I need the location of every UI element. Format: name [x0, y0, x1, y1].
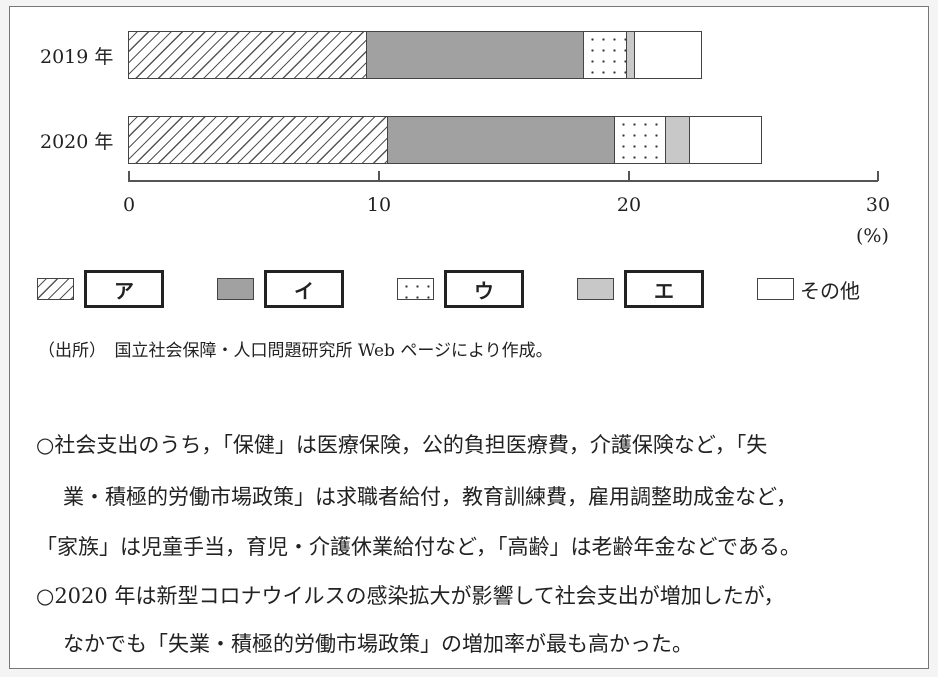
bar-2020: [128, 116, 762, 164]
source-note: （出所） 国立社会保障・人口問題研究所 Web ページにより作成。: [38, 341, 553, 361]
note-line-4: ○2020 年は新型コロナウイルスの感染拡大が影響して社会支出が増加したが，: [36, 584, 785, 608]
note-line-2: 業・積極的労働市場政策」は求職者給付，教育訓練費，雇用調整助成金など，: [63, 485, 797, 509]
legend-item-u: ウ: [397, 268, 524, 310]
segment-e: [627, 31, 635, 79]
hatched-swatch-icon: [37, 278, 74, 300]
legend-item-a: ア: [37, 268, 164, 310]
legend-box-a: ア: [84, 270, 164, 308]
tick-label-0: 0: [122, 194, 136, 216]
light-gray-swatch-icon: [577, 278, 614, 300]
tick-label-20: 20: [616, 194, 642, 216]
note-line-3: 「家族」は児童手当，育児・介護休業給付など，「高齢」は老齢年金などである。: [36, 535, 801, 559]
row-label-2019: 2019 年: [40, 46, 114, 68]
row-label-2020: 2020 年: [40, 131, 114, 153]
tick-30: [877, 171, 879, 181]
legend-box-u: ウ: [444, 270, 524, 308]
segment-a: [128, 31, 367, 79]
segment-i: [367, 31, 584, 79]
legend-label-other: その他: [800, 278, 860, 303]
tick-10: [378, 171, 380, 181]
legend-box-e: エ: [624, 270, 704, 308]
legend-box-i: イ: [264, 270, 344, 308]
tick-label-30: 30: [865, 194, 891, 216]
tick-label-10: 10: [366, 194, 392, 216]
segment-other: [635, 31, 702, 79]
bar-2019: [128, 31, 702, 79]
axis-unit: (%): [856, 225, 889, 247]
segment-other: [690, 116, 762, 164]
white-swatch-icon: [757, 278, 794, 300]
segment-i: [388, 116, 615, 164]
legend-item-e: エ: [577, 268, 704, 310]
dark-gray-swatch-icon: [217, 278, 254, 300]
segment-e: [666, 116, 690, 164]
tick-20: [628, 171, 630, 181]
legend-item-other: その他: [757, 268, 860, 310]
note-line-5: なかでも「失業・積極的労働市場政策」の増加率が最も高かった。: [63, 632, 693, 656]
segment-u: [584, 31, 627, 79]
note-line-1: ○社会支出のうち，「保健」は医療保険，公的負担医療費，介護保険など，「失: [36, 433, 768, 457]
dotted-swatch-icon: [397, 278, 434, 300]
segment-a: [128, 116, 388, 164]
tick-0: [128, 171, 130, 181]
segment-u: [615, 116, 666, 164]
legend-item-i: イ: [217, 268, 344, 310]
x-axis: [128, 180, 878, 182]
